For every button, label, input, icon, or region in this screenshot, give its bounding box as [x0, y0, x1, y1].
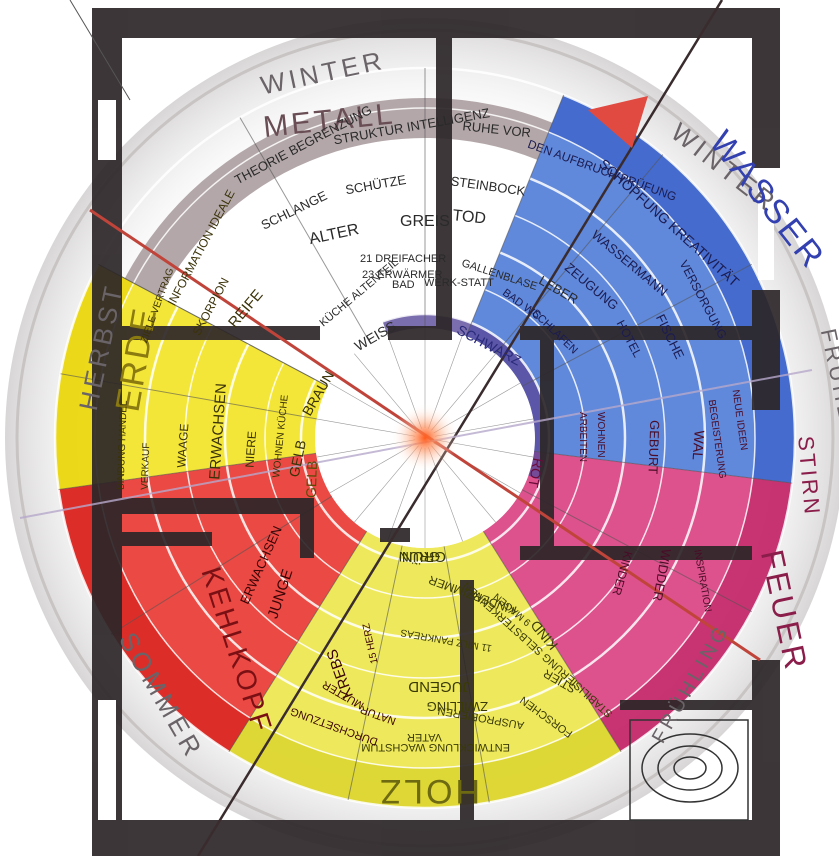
metall-row3-b: GREIS — [400, 213, 450, 230]
metall-row3-c: TOD — [452, 207, 487, 227]
room-arbeiten: ARBEITEN — [577, 412, 588, 462]
holz-row3-a: JUGEND — [408, 678, 470, 695]
room-bad: BAD — [392, 279, 415, 291]
wall-bottom — [92, 820, 780, 856]
metall-row4-a: 21 DREIFACHER — [360, 253, 446, 265]
room-werkstatt: WERK-STATT — [424, 277, 494, 289]
erde-row3-c: NIERE — [242, 431, 259, 469]
erde-row4-b: VERKAUF — [140, 443, 153, 491]
element-holz: HOLZ — [377, 772, 480, 810]
room-wohnen: WOHNEN — [595, 412, 606, 458]
wall-right-upper — [752, 8, 780, 168]
holz-row5-c: VATER — [407, 731, 442, 743]
feuer-row3-b: GEBURT — [645, 420, 662, 474]
center-gelb: GELB — [303, 460, 320, 498]
wall-right-mid — [752, 290, 780, 410]
center-gruen: GRÜN — [399, 549, 440, 566]
wall-top — [92, 8, 780, 38]
wall-inner-lower-left — [92, 498, 302, 514]
center-glow — [391, 404, 459, 472]
feuer-row2-b: WAL — [690, 430, 708, 461]
